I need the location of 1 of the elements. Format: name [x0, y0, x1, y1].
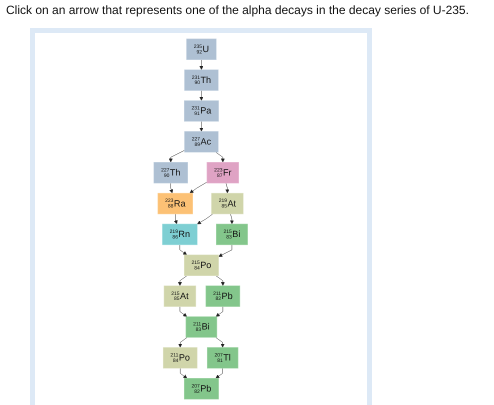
- title: Click on an arrow that represents one of the alpha decays in the decay series of U-235.: [6, 3, 470, 17]
